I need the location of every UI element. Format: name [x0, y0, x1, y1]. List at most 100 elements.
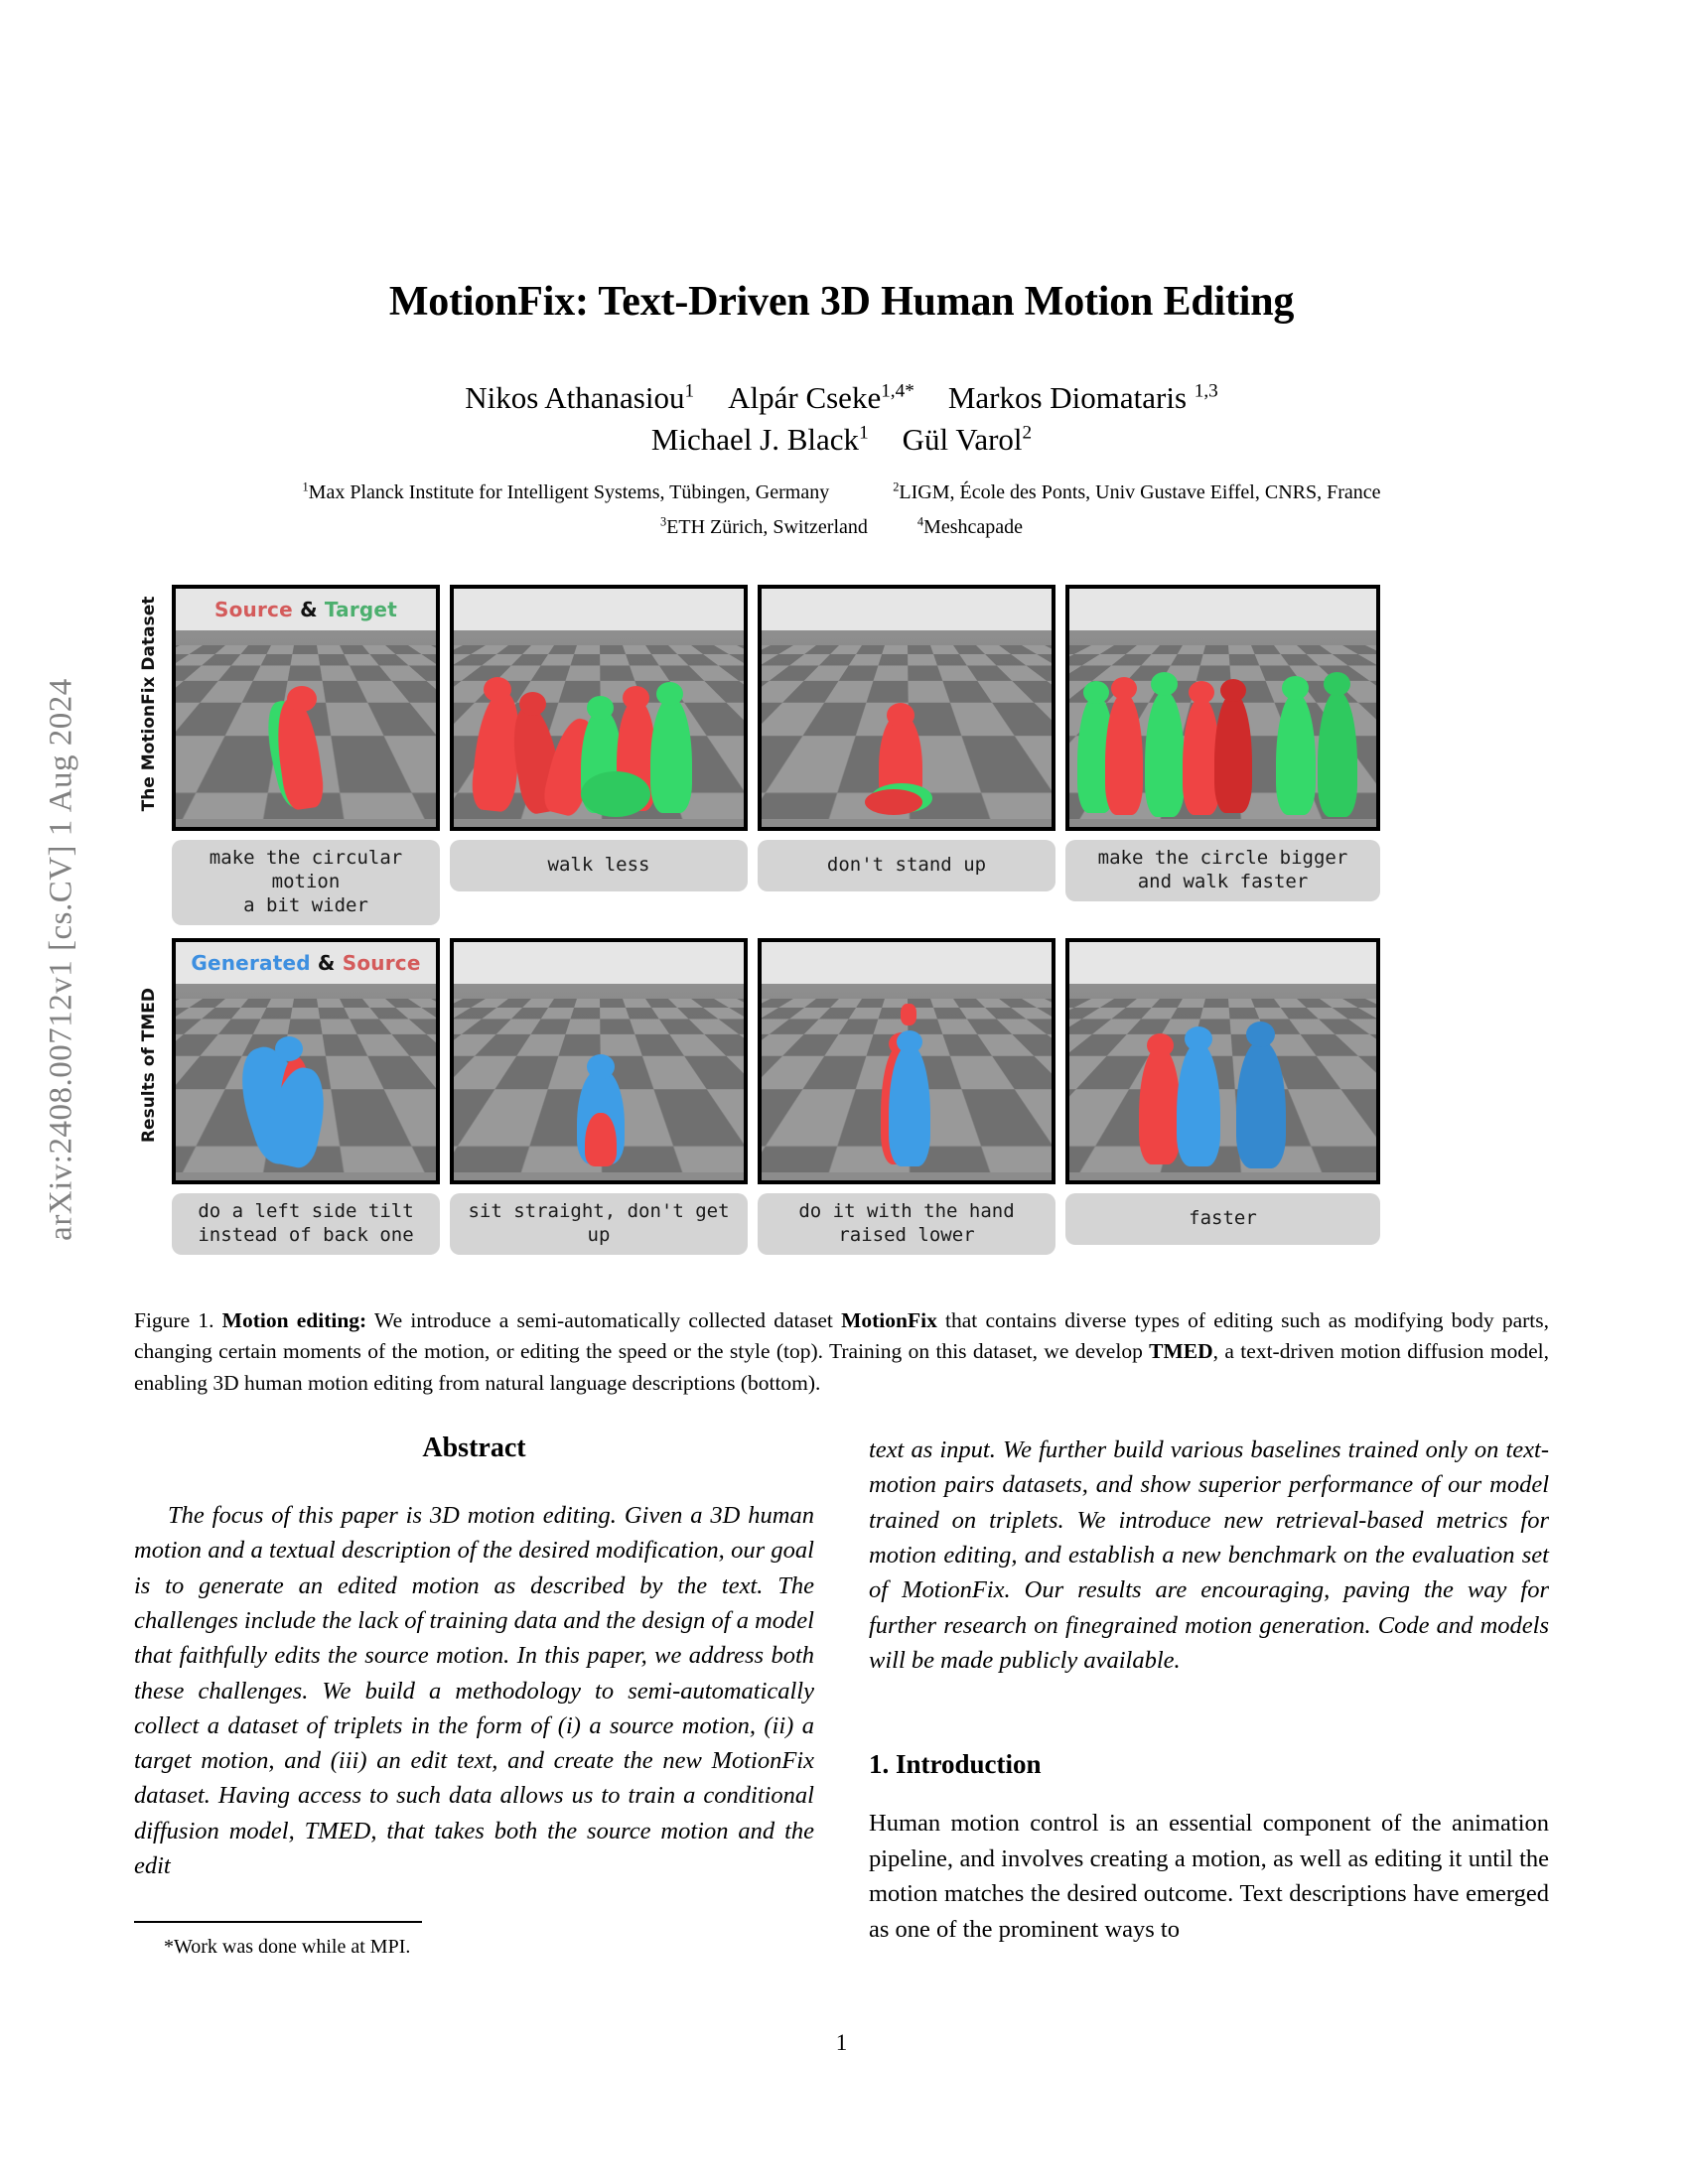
generated-mesh-head-icon [275, 1036, 303, 1062]
panel-group: Generated & Source do a left side tilt i… [172, 938, 1549, 1255]
author-entry: Gül Varol2 [903, 422, 1032, 457]
source-mesh-icon [1105, 694, 1143, 816]
generated-mesh-head-icon [587, 1054, 615, 1080]
panel-header [454, 942, 744, 985]
target-mesh-head-icon [587, 696, 614, 721]
panel-header-first: Generated [191, 951, 311, 976]
checkerboard-floor [762, 984, 1052, 1173]
source-mesh-head-icon [484, 677, 511, 703]
panel-header: Source & Target [176, 589, 436, 631]
raised-hand-icon [901, 1004, 916, 1026]
target-mesh-head-icon [1151, 672, 1178, 697]
author-affiliation-marker: 1 [859, 422, 869, 444]
figure-1: The MotionFix Dataset Source & Target [134, 585, 1549, 1276]
figure-panel: don't stand up [758, 585, 1055, 925]
mesh-group [176, 630, 436, 819]
mesh-group [454, 984, 744, 1172]
motion-render-image [450, 938, 748, 1185]
figure-panel: Generated & Source do a left side tilt i… [172, 938, 440, 1255]
checkerboard-floor [762, 630, 1052, 820]
author-affiliation-marker: 1 [684, 380, 695, 402]
abstract-heading: Abstract [422, 1433, 526, 1464]
page-number: 1 [835, 2030, 848, 2055]
panel-header-amp: & [317, 951, 336, 976]
author-affiliation-marker: 1,4* [881, 380, 914, 402]
target-mesh-icon [581, 771, 650, 818]
generated-mesh-icon [889, 1045, 930, 1167]
figure-caption: Figure 1. Motion editing: We introduce a… [134, 1305, 1549, 1399]
figure-row-dataset: The MotionFix Dataset Source & Target [134, 585, 1549, 925]
left-column: Abstract The focus of this paper is 3D m… [134, 1433, 814, 1971]
author-line-1: Nikos Athanasiou1 Alpár Cseke1,4* Markos D… [134, 377, 1549, 419]
abstract-continuation: text as input. We further build various … [869, 1436, 1549, 1674]
panel-header [762, 942, 1052, 985]
source-mesh-icon [1139, 1047, 1181, 1165]
author-name: Nikos Athanasiou [465, 380, 685, 415]
author-name: Michael J. Black [650, 421, 860, 457]
source-mesh-head-icon [887, 703, 914, 729]
generated-mesh-head-icon [897, 1030, 922, 1054]
generated-mesh-head-icon [1246, 1022, 1275, 1048]
target-mesh-icon [1276, 694, 1316, 816]
mesh-group [454, 630, 744, 819]
figure-caption-part-3: , a text-driven motion diffusion model, … [134, 1339, 1549, 1395]
source-mesh-head-icon [623, 686, 649, 711]
figure-panel: faster [1065, 938, 1380, 1255]
figure-caption-label: Figure 1. [134, 1308, 214, 1333]
mesh-group [176, 984, 436, 1172]
motion-render-image [1065, 585, 1380, 832]
checkerboard-floor [1069, 630, 1376, 820]
mesh-group [762, 630, 1052, 819]
mesh-group [1069, 984, 1376, 1172]
figure-panel: sit straight, don't get up [450, 938, 748, 1255]
target-mesh-head-icon [1083, 681, 1109, 705]
author-affiliation-marker: 2 [1022, 422, 1033, 444]
panel-group: Source & Target make the circular motion… [172, 585, 1549, 925]
author-entry: Nikos Athanasiou1 [465, 380, 694, 415]
target-mesh-icon [1145, 692, 1185, 818]
affiliation-entry: 1Max Planck Institute for Intelligent Sy… [302, 479, 830, 504]
panel-header [1069, 942, 1376, 985]
figure-caption-part-1: We introduce a semi-automatically collec… [366, 1308, 842, 1333]
panel-header [1069, 589, 1376, 631]
edit-text-caption: make the circle bigger and walk faster [1065, 840, 1380, 901]
source-mesh-icon [865, 789, 922, 816]
right-column: text as input. We further build various … [869, 1433, 1549, 1971]
author-name: Markos Diomataris [947, 380, 1195, 415]
target-mesh-head-icon [656, 682, 683, 707]
figure-row-results: Results of TMED Generated & Source [134, 938, 1549, 1276]
source-mesh-icon [271, 695, 327, 812]
paper-page: MotionFix: Text-Driven 3D Human Motion E… [134, 0, 1549, 2184]
figure-panel: do it with the hand raised lower [758, 938, 1055, 1255]
abstract-paragraph: The focus of this paper is 3D motion edi… [134, 1502, 814, 1879]
panel-header-second: Source [342, 951, 421, 976]
author-entry: Michael J. Black1 [651, 422, 869, 457]
motion-render-image [758, 585, 1055, 832]
checkerboard-floor [454, 984, 744, 1173]
source-mesh-head-icon [1147, 1033, 1174, 1058]
panel-header-first: Source [214, 598, 293, 622]
figure-row-side-label: The MotionFix Dataset [139, 596, 159, 812]
two-column-body: Abstract The focus of this paper is 3D m… [134, 1433, 1549, 1971]
source-mesh-head-icon [519, 692, 546, 717]
source-mesh-icon [585, 1113, 617, 1167]
affiliation-text: Max Planck Institute for Intelligent Sys… [308, 481, 830, 504]
affiliation-marker: 2 [893, 479, 900, 494]
affiliation-marker: 1 [302, 479, 309, 494]
figure-caption-part-2: that contains diverse types of editing s… [134, 1308, 1550, 1364]
author-line-2: Michael J. Black1 Gül Varol2 [134, 419, 1549, 461]
target-mesh-head-icon [1282, 676, 1309, 701]
author-name: Alpár Cseke [728, 380, 882, 415]
panel-header: Generated & Source [176, 942, 436, 985]
edit-text-caption: do a left side tilt instead of back one [172, 1193, 440, 1255]
affiliation-marker: 4 [916, 514, 924, 529]
motion-render-image: Generated & Source [172, 938, 440, 1185]
affiliation-text: LIGM, École des Ponts, Univ Gustave Eiff… [899, 481, 1381, 504]
source-mesh-head-icon [1111, 677, 1137, 701]
generated-mesh-icon [1236, 1041, 1286, 1169]
footnote-rule [134, 1921, 422, 1924]
target-mesh-icon [650, 698, 692, 814]
affiliation-entry: 4Meshcapade [916, 514, 1023, 538]
